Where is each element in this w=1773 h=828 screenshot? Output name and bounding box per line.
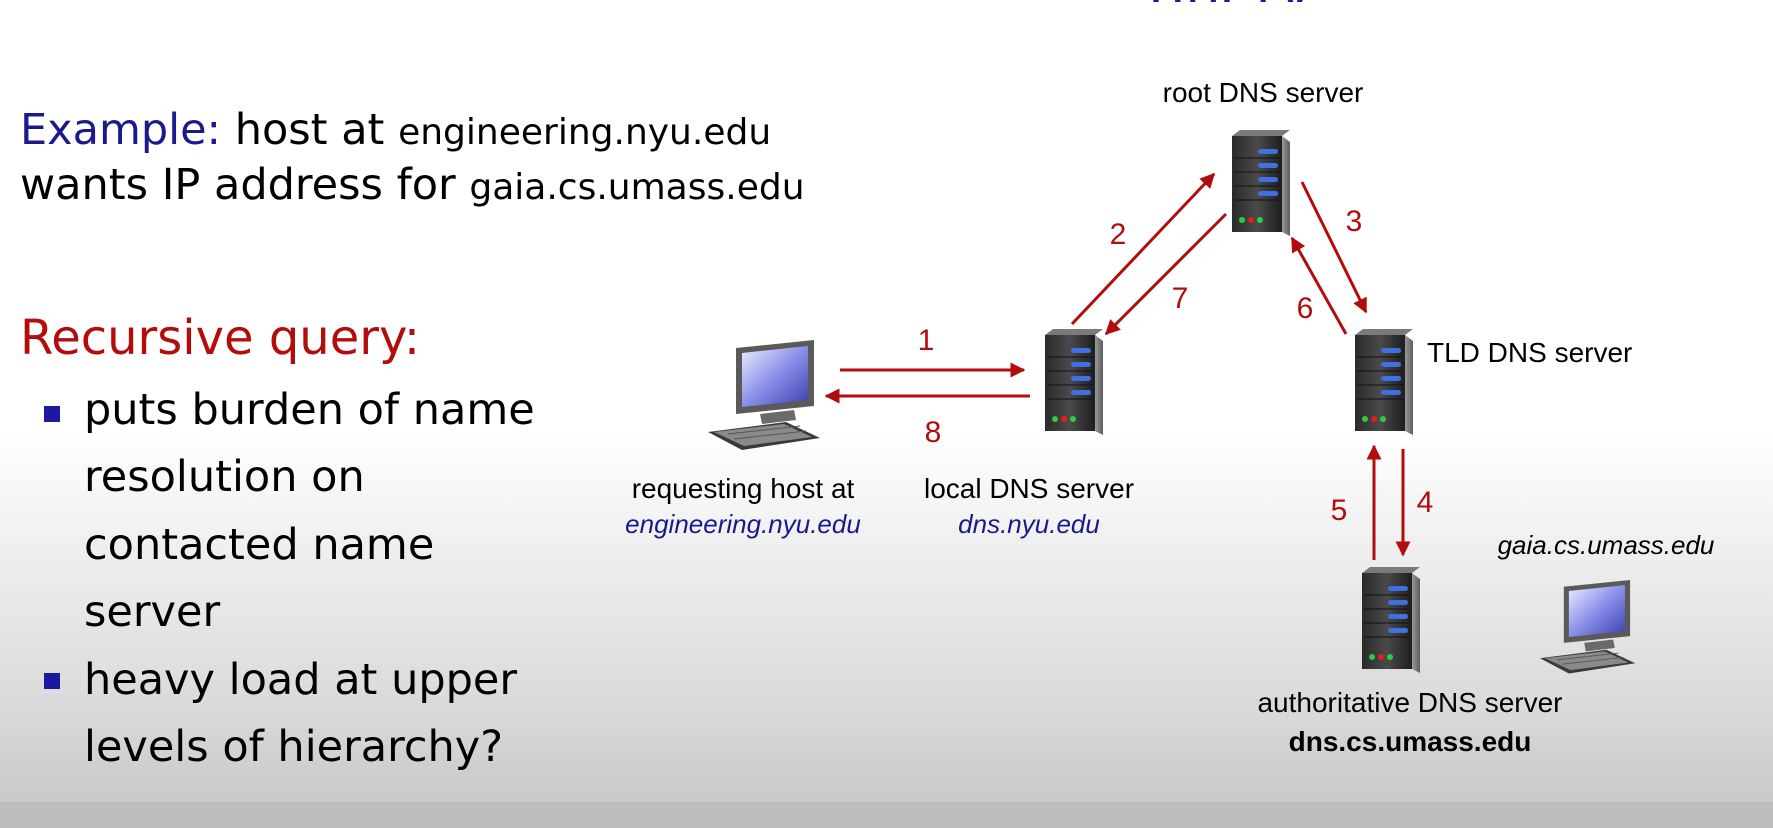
- example-text-2: wants IP address for: [20, 160, 470, 210]
- bullet-1-line-2: resolution on: [84, 452, 365, 502]
- step-2-number: 2: [1110, 218, 1127, 251]
- requesting-host-computer-icon: [707, 339, 821, 451]
- example-line-1: Example: host at engineering.nyu.edu: [20, 105, 771, 155]
- step-7-number: 7: [1172, 282, 1189, 315]
- root-server-label: root DNS server: [1163, 77, 1364, 108]
- example-host-1: engineering.nyu.edu: [398, 112, 772, 153]
- requesting-host-label: requesting host at: [632, 473, 855, 504]
- authoritative-server-label: authoritative DNS server: [1257, 687, 1562, 718]
- bullet-marker-1: [44, 406, 60, 422]
- authoritative-server-icon: [1361, 566, 1421, 674]
- example-label: Example:: [20, 105, 222, 155]
- local-server-label: local DNS server: [924, 473, 1134, 504]
- step-1-number: 1: [918, 324, 935, 357]
- bullet-2-line-1: heavy load at upper: [84, 655, 518, 705]
- local-server-icon: [1044, 328, 1104, 436]
- step-6-number: 6: [1297, 292, 1314, 325]
- bullet-marker-2: [44, 673, 60, 689]
- arrow-7: [1104, 212, 1228, 336]
- bullet-2-line-2: levels of hierarchy?: [84, 722, 504, 772]
- local-server-sublabel: dns.nyu.edu: [958, 509, 1100, 539]
- example-host-2: gaia.cs.umass.edu: [469, 167, 805, 208]
- root-server-icon: [1231, 129, 1291, 237]
- example-line-2: wants IP address for gaia.cs.umass.edu: [20, 160, 805, 210]
- bullet-1-line-4: server: [84, 587, 221, 637]
- slide-title-fragment: query: [1150, 0, 1370, 2]
- authoritative-server-sublabel: dns.cs.umass.edu: [1289, 726, 1532, 757]
- example-text-1: host at: [221, 105, 399, 155]
- tld-server-icon: [1354, 328, 1414, 436]
- bullet-1-line-3: contacted name: [84, 520, 435, 570]
- bottom-band: [0, 802, 1773, 828]
- arrow-2: [1070, 172, 1216, 326]
- arrow-6: [1290, 236, 1348, 335]
- gaia-host-label: gaia.cs.umass.edu: [1498, 530, 1715, 560]
- step-5-number: 5: [1331, 494, 1348, 527]
- requesting-host-sublabel: engineering.nyu.edu: [625, 509, 861, 539]
- step-8-number: 8: [925, 416, 942, 449]
- recursive-query-heading: Recursive query:: [20, 310, 421, 366]
- arrow-3: [1300, 181, 1368, 314]
- tld-server-label: TLD DNS server: [1427, 337, 1632, 368]
- bullet-1-line-1: puts burden of name: [84, 385, 535, 435]
- step-4-number: 4: [1417, 486, 1434, 519]
- step-3-number: 3: [1346, 205, 1363, 238]
- gaia-host-computer-icon: [1539, 579, 1636, 674]
- query-arrows: [824, 172, 1411, 560]
